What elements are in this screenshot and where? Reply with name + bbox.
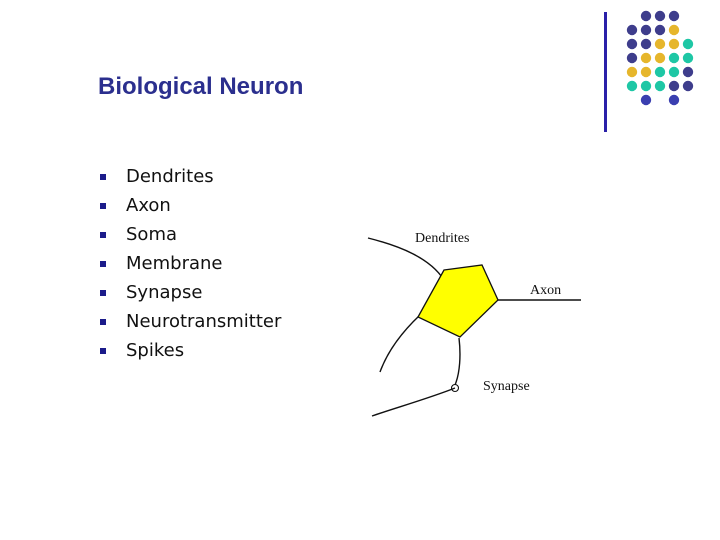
- bullet-item-synapse: Synapse: [98, 278, 281, 307]
- bullet-square-icon: [100, 347, 106, 354]
- bullet-text: Neurotransmitter: [126, 311, 282, 332]
- decor-dot: [640, 10, 652, 22]
- decor-dot: [682, 66, 694, 78]
- decor-dot: [654, 10, 666, 22]
- decor-dot: [668, 38, 680, 50]
- bullet-item-neurotransmitter: Neurotransmitter: [98, 307, 281, 336]
- bullet-text: Spikes: [126, 340, 185, 361]
- synapse-line: [454, 337, 461, 386]
- bullet-item-spikes: Spikes: [98, 336, 281, 365]
- bullet-text: Soma: [126, 224, 178, 245]
- bullet-text: Dendrites: [126, 166, 214, 187]
- decor-dot: [640, 94, 652, 106]
- bullet-square-icon: [100, 260, 106, 267]
- decor-dot: [682, 80, 694, 92]
- decor-dot: [626, 52, 638, 64]
- decor-dot: [626, 80, 638, 92]
- bullet-item-soma: Soma: [98, 220, 281, 249]
- bullet-square-icon: [100, 173, 106, 180]
- decor-dot: [654, 80, 666, 92]
- dendrites-label: Dendrites: [415, 231, 469, 246]
- bullet-square-icon: [100, 202, 106, 209]
- bullet-square-icon: [100, 318, 106, 325]
- dendrite-upper-line: [367, 237, 445, 281]
- bullet-list: Dendrites Axon Soma Membrane Synapse Neu…: [98, 162, 281, 365]
- bullet-square-icon: [100, 231, 106, 238]
- decor-dot: [640, 52, 652, 64]
- bullet-text: Axon: [126, 195, 171, 216]
- decor-dot: [654, 24, 666, 36]
- decor-dot: [654, 66, 666, 78]
- decor-dot: [668, 94, 680, 106]
- dendrite-lower-line: [379, 314, 421, 373]
- decor-dot: [668, 10, 680, 22]
- decor-dot: [668, 52, 680, 64]
- neuron-diagram: Dendrites Axon Synapse: [367, 231, 581, 417]
- bullet-text: Synapse: [126, 282, 203, 303]
- axon-label: Axon: [530, 283, 561, 298]
- bullet-square-icon: [100, 289, 106, 296]
- bullet-item-axon: Axon: [98, 191, 281, 220]
- decor-dot: [640, 24, 652, 36]
- accent-divider-line: [604, 12, 607, 132]
- decor-dot: [682, 52, 694, 64]
- slide-title: Biological Neuron: [98, 73, 304, 100]
- bullet-item-membrane: Membrane: [98, 249, 281, 278]
- bullet-item-dendrites: Dendrites: [98, 162, 281, 191]
- decor-dot: [626, 38, 638, 50]
- decor-dot: [640, 38, 652, 50]
- soma-shape: [417, 264, 499, 338]
- synapse-label: Synapse: [483, 379, 530, 394]
- decor-dot: [668, 80, 680, 92]
- decor-dot: [626, 66, 638, 78]
- decor-dot: [654, 38, 666, 50]
- decor-dot: [654, 52, 666, 64]
- downstream-dendrite-line: [371, 387, 456, 417]
- decor-dot: [640, 66, 652, 78]
- decor-dot: [668, 24, 680, 36]
- decor-dot: [668, 66, 680, 78]
- decor-dot: [626, 24, 638, 36]
- decor-dot: [682, 38, 694, 50]
- decor-dot: [640, 80, 652, 92]
- bullet-text: Membrane: [126, 253, 223, 274]
